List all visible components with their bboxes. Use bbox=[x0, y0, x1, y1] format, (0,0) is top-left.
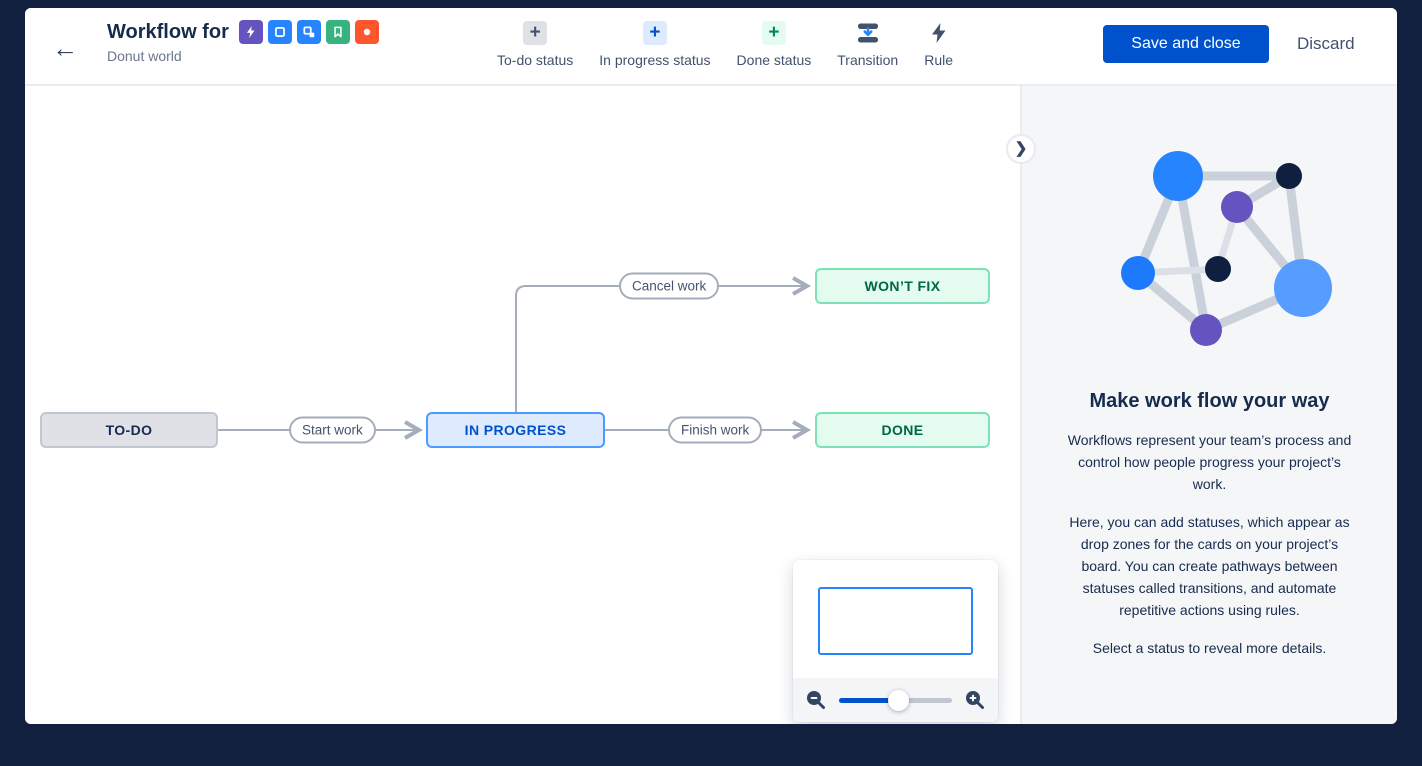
zoom-in-icon[interactable] bbox=[965, 690, 985, 710]
bolt-icon bbox=[238, 20, 263, 44]
bookmark-icon bbox=[325, 20, 350, 44]
tool-label: To-do status bbox=[497, 52, 574, 68]
info-panel: Make work flow your way Workflows repres… bbox=[1020, 86, 1397, 724]
add-rule-button[interactable]: Rule bbox=[924, 21, 953, 68]
status-node-in-progress[interactable]: IN PROGRESS bbox=[426, 412, 605, 448]
header: ← Workflow for bbox=[25, 8, 1397, 86]
workflow-editor-window: ← Workflow for bbox=[25, 8, 1397, 724]
status-node-done[interactable]: DONE bbox=[815, 412, 990, 448]
status-node-todo[interactable]: TO-DO bbox=[40, 412, 218, 448]
transition-start-work[interactable]: Start work bbox=[289, 416, 376, 444]
discard-button[interactable]: Discard bbox=[1297, 25, 1355, 63]
transition-cancel-work[interactable]: Cancel work bbox=[619, 272, 720, 300]
project-avatars bbox=[238, 20, 379, 44]
project-name: Donut world bbox=[107, 48, 182, 64]
add-transition-button[interactable]: Transition bbox=[837, 21, 898, 68]
add-inprogress-status-button[interactable]: + In progress status bbox=[599, 21, 711, 68]
plus-icon: + bbox=[761, 21, 786, 45]
minimap-viewport[interactable] bbox=[818, 587, 973, 655]
rule-bolt-icon bbox=[927, 21, 951, 45]
add-todo-status-button[interactable]: + To-do status bbox=[497, 21, 573, 68]
workflow-canvas[interactable]: TO-DO IN PROGRESS DONE WON’T FIX Start w… bbox=[25, 86, 1020, 724]
add-done-status-button[interactable]: + Done status bbox=[736, 21, 812, 68]
plus-icon: + bbox=[523, 21, 548, 45]
zoom-out-icon[interactable] bbox=[806, 690, 826, 710]
transition-icon bbox=[856, 21, 880, 45]
toolbar: + To-do status + In progress status + Do… bbox=[497, 21, 953, 68]
back-button[interactable]: ← bbox=[49, 32, 81, 64]
panel-paragraph: Workflows represent your team’s process … bbox=[1067, 432, 1352, 492]
zoom-controls bbox=[793, 678, 998, 722]
transition-finish-work[interactable]: Finish work bbox=[668, 416, 763, 444]
circle-icon bbox=[354, 20, 379, 44]
tool-label: Transition bbox=[837, 52, 899, 68]
panel-heading: Make work flow your way bbox=[1089, 390, 1330, 412]
title-block: Workflow for bbox=[107, 20, 379, 64]
tool-label: Done status bbox=[736, 52, 812, 68]
plus-icon: + bbox=[642, 21, 667, 45]
minimap bbox=[793, 560, 998, 722]
collapse-panel-button[interactable]: ❯ bbox=[1006, 134, 1036, 164]
subtasks-icon bbox=[296, 20, 321, 44]
panel-paragraph: Select a status to reveal more details. bbox=[1092, 640, 1327, 656]
zoom-slider[interactable] bbox=[839, 690, 952, 711]
zoom-slider-thumb[interactable] bbox=[887, 690, 909, 711]
page-title: Workflow for bbox=[107, 20, 229, 43]
save-and-close-button[interactable]: Save and close bbox=[1103, 25, 1269, 63]
workflow-network-illustration bbox=[1120, 151, 1332, 346]
status-node-wont-fix[interactable]: WON’T FIX bbox=[815, 268, 990, 304]
panel-paragraph: Here, you can add statuses, which appear… bbox=[1069, 514, 1350, 618]
tool-label: Rule bbox=[924, 52, 954, 68]
tool-label: In progress status bbox=[599, 52, 711, 68]
square-icon bbox=[267, 20, 292, 44]
